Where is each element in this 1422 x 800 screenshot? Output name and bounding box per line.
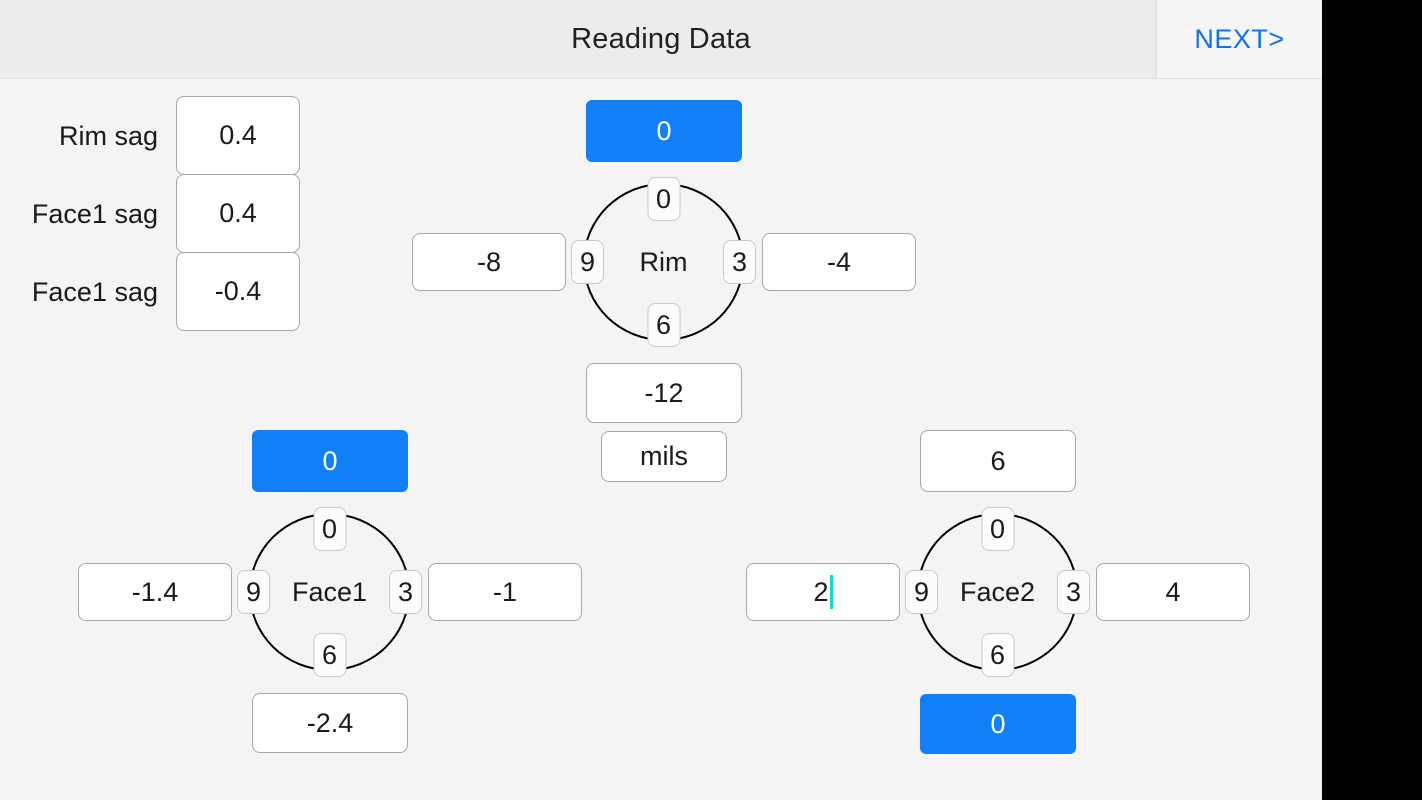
app-bar: Reading Data NEXT> xyxy=(0,0,1322,79)
dial-rim-label: Rim xyxy=(639,246,688,277)
dial-face1-tick-0[interactable]: 0 xyxy=(313,507,346,551)
page-title: Reading Data xyxy=(571,23,751,55)
rim-top-value[interactable]: 0 xyxy=(586,100,742,162)
face2-right-value[interactable]: 4 xyxy=(1096,563,1250,621)
face1-right-value[interactable]: -1 xyxy=(428,563,582,621)
dial-face1-tick-6[interactable]: 6 xyxy=(313,633,346,677)
dial-rim: Rim 0 3 6 9 xyxy=(571,177,756,347)
face2-bottom-value[interactable]: 0 xyxy=(920,694,1076,754)
face2-left-text: 2 xyxy=(813,576,829,607)
sag-input-face1-b[interactable]: -0.4 xyxy=(176,252,300,331)
dial-face1-tick-3[interactable]: 3 xyxy=(389,570,422,614)
dial-face1-tick-9[interactable]: 9 xyxy=(237,570,270,614)
text-caret xyxy=(829,575,833,609)
rim-left-value[interactable]: -8 xyxy=(412,233,566,291)
dial-face2-tick-0[interactable]: 0 xyxy=(981,507,1014,551)
face2-left-value[interactable]: 2 xyxy=(746,563,900,621)
android-nav-rail xyxy=(1322,0,1422,800)
face1-left-value[interactable]: -1.4 xyxy=(78,563,232,621)
dial-face2-tick-6[interactable]: 6 xyxy=(981,633,1014,677)
dial-face2-label: Face2 xyxy=(959,576,1036,607)
sag-label-face1-a: Face1 sag xyxy=(31,199,158,229)
dial-rim-tick-6[interactable]: 6 xyxy=(647,303,680,347)
face2-top-value[interactable]: 6 xyxy=(920,430,1076,492)
dial-rim-tick-9[interactable]: 9 xyxy=(571,240,604,284)
sag-input-rim[interactable]: 0.4 xyxy=(176,96,300,175)
rim-bottom-value[interactable]: -12 xyxy=(586,363,742,423)
dial-face2: Face2 0 3 6 9 xyxy=(905,507,1090,677)
sag-label-face1-b: Face1 sag xyxy=(31,277,158,307)
dial-rim-tick-0[interactable]: 0 xyxy=(647,177,680,221)
next-button[interactable]: NEXT> xyxy=(1157,0,1322,78)
face1-top-value[interactable]: 0 xyxy=(252,430,408,492)
dial-face2-tick-3[interactable]: 3 xyxy=(1057,570,1090,614)
dial-face1-label: Face1 xyxy=(291,576,368,607)
sag-input-face1-a[interactable]: 0.4 xyxy=(176,174,300,253)
dial-face2-tick-9[interactable]: 9 xyxy=(905,570,938,614)
face1-bottom-value[interactable]: -2.4 xyxy=(252,693,408,753)
dial-rim-tick-3[interactable]: 3 xyxy=(723,240,756,284)
sag-label-rim: Rim sag xyxy=(58,121,158,151)
rim-right-value[interactable]: -4 xyxy=(762,233,916,291)
dial-face1: Face1 0 3 6 9 xyxy=(237,507,422,677)
unit-field[interactable]: mils xyxy=(601,431,727,482)
